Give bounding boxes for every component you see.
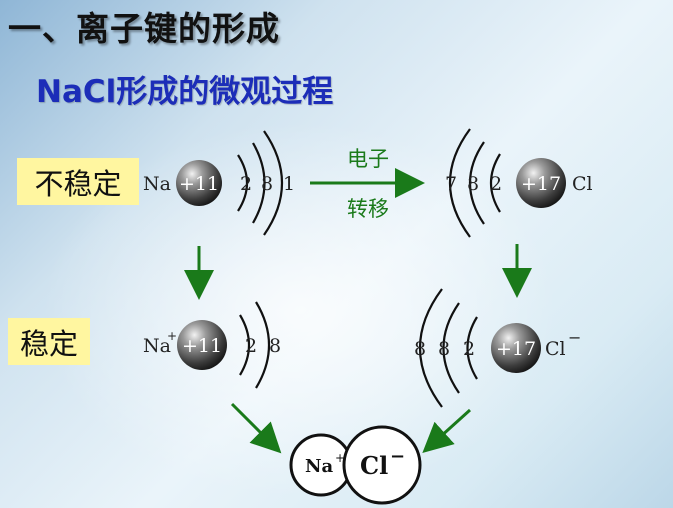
unstable-label: 不稳定 xyxy=(17,158,139,205)
product-cl-symbol: Cl xyxy=(360,451,388,480)
na-shell-2 xyxy=(252,142,266,224)
na-ion-shell-1 xyxy=(239,314,250,376)
na-ion-shell-count-2: 8 xyxy=(269,335,281,357)
cl-ion-shell-2 xyxy=(442,302,460,394)
na-ion-charge: + xyxy=(167,329,177,343)
na-ion-nucleus xyxy=(177,320,227,370)
na-ion-symbol: Na xyxy=(143,335,171,357)
cl-nucleus-charge: +17 xyxy=(521,173,561,195)
slide-heading: 一、离子键的形成 xyxy=(8,9,280,48)
na-ion-shell-2 xyxy=(255,301,271,389)
na-symbol: Na xyxy=(143,173,171,195)
cl-shell-count-3: 7 xyxy=(445,173,457,195)
cl-ion-circle xyxy=(342,425,422,505)
slide-subheading: NaCl形成的微观过程 xyxy=(36,74,334,110)
product-cl-charge: − xyxy=(390,446,405,467)
cl-ion-shell-count-1: 2 xyxy=(463,338,475,360)
cl-shell-count-1: 2 xyxy=(490,173,502,195)
cl-shell-1 xyxy=(490,153,501,213)
na-atom: Na +11 2 8 1 xyxy=(143,130,295,236)
cl-ion-shell-3 xyxy=(418,288,443,408)
product-na-symbol: Na xyxy=(305,456,333,477)
stable-label: 稳定 xyxy=(8,318,90,365)
cl-ion-charge: − xyxy=(568,328,581,347)
na-shell-1 xyxy=(237,154,249,212)
cl-shell-3 xyxy=(448,128,471,238)
transfer-label-2: 转移 xyxy=(347,197,389,221)
cl-ion-shell-count-2: 8 xyxy=(438,338,450,360)
na-shell-count-2: 8 xyxy=(261,173,273,195)
cl-ion: 8 8 2 +17 Cl − xyxy=(414,288,581,408)
cl-shell-count-2: 8 xyxy=(467,173,479,195)
na-ion-shell-count-1: 2 xyxy=(245,335,257,357)
cl-ion-nucleus-charge: +17 xyxy=(496,338,536,360)
cl-atom: 7 8 2 +17 Cl xyxy=(445,128,593,238)
cl-ion-shell-count-3: 8 xyxy=(414,338,426,360)
cl-shell-2 xyxy=(468,141,485,225)
na-nucleus xyxy=(176,160,222,206)
product-na-charge: + xyxy=(335,451,345,465)
cl-ion-symbol: Cl xyxy=(545,338,566,360)
cl-to-product-arrow xyxy=(422,408,472,454)
cl-symbol: Cl xyxy=(572,173,593,195)
na-to-product-arrow xyxy=(230,402,282,454)
na-nucleus-charge: +11 xyxy=(179,173,219,195)
na-shell-count-3: 1 xyxy=(283,173,295,195)
electron-transfer: 电子 转移 xyxy=(310,147,425,221)
transfer-label-1: 电子 xyxy=(347,147,389,171)
cl-ion-nucleus xyxy=(491,323,541,373)
na-ion: Na + +11 2 8 xyxy=(143,301,281,389)
na-shell-3 xyxy=(263,130,283,236)
na-shell-count-1: 2 xyxy=(240,173,252,195)
na-ion-nucleus-charge: +11 xyxy=(182,335,222,357)
cl-ion-shell-1 xyxy=(466,316,478,380)
nacl-product: Na + Cl − xyxy=(289,425,422,505)
cl-nucleus xyxy=(516,158,566,208)
